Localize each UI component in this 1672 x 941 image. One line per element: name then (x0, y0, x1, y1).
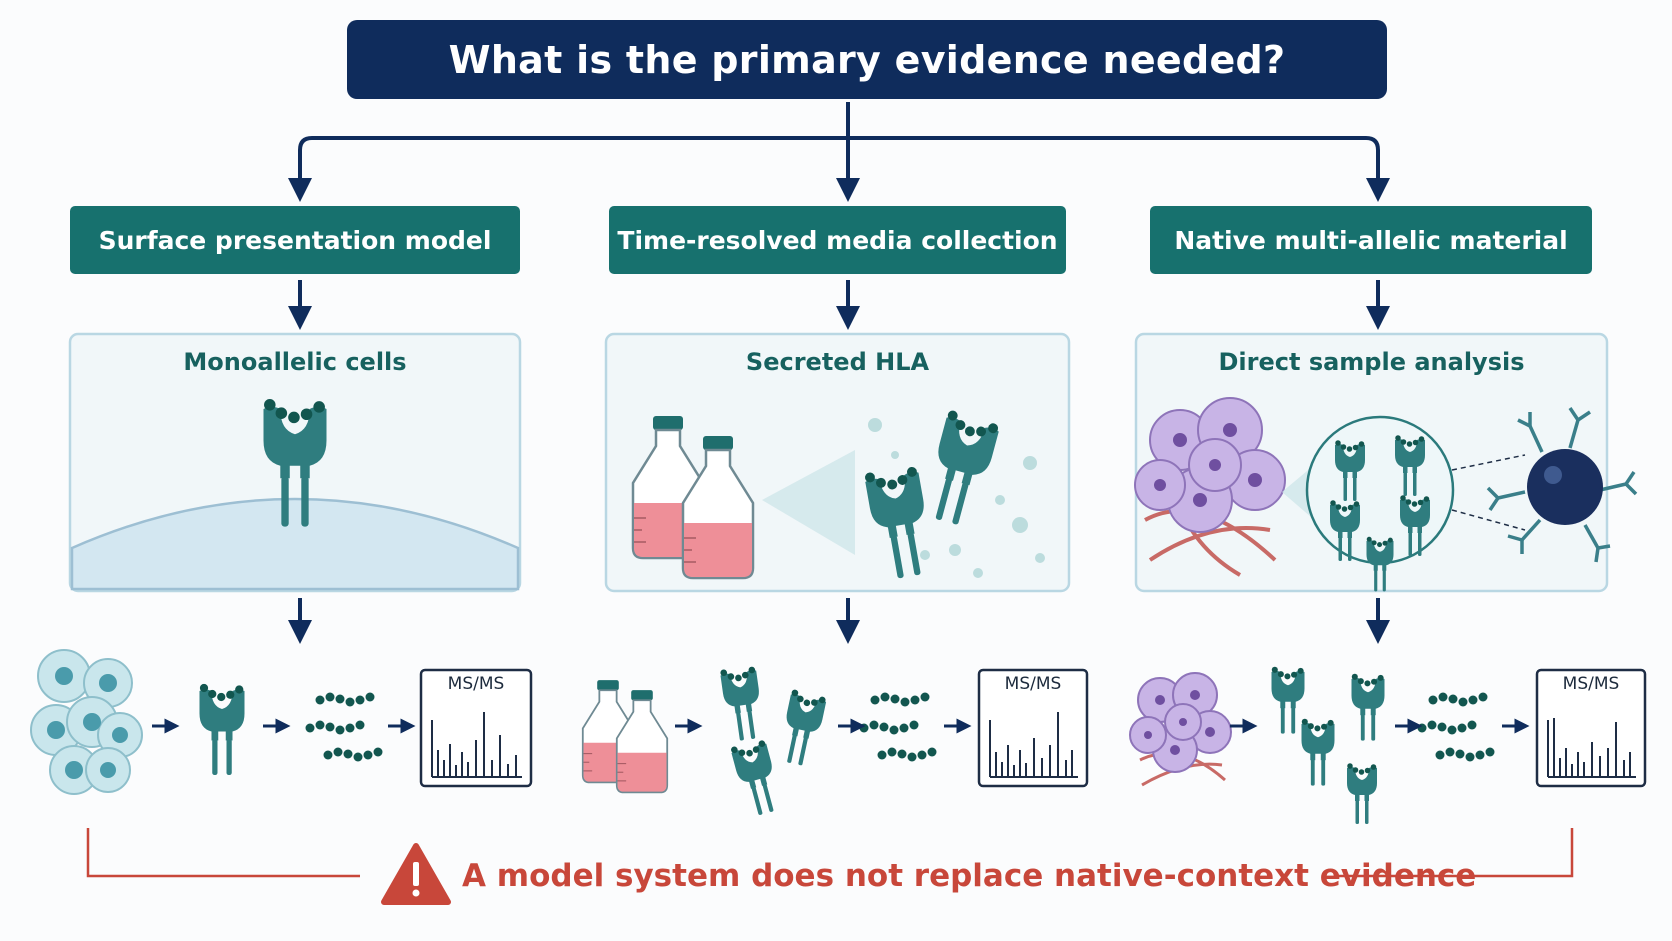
antibody-bead-icon (1486, 407, 1638, 563)
branch-surface-presentation: Surface presentation model (70, 206, 520, 274)
peptide-icon (323, 747, 383, 762)
peptide-icon (315, 692, 375, 707)
branch-label-3: Native multi-allelic material (1174, 225, 1568, 255)
ms-spectrum-icon (1535, 668, 1647, 788)
hla-molecule-icon (1301, 718, 1335, 786)
branch-label-1: Surface presentation model (98, 225, 492, 255)
soluble-hla-icon (776, 688, 828, 768)
peptide-icon (870, 692, 930, 707)
branch-native-material: Native multi-allelic material (1150, 206, 1592, 274)
peptide-icon (877, 747, 937, 762)
panel-title-secreted: Secreted HLA (745, 348, 930, 376)
ms-label-1: MS/MS (447, 674, 505, 694)
peptide-icon (305, 720, 365, 735)
culture-flask-icon (615, 689, 669, 794)
panel-title-direct: Direct sample analysis (1218, 348, 1525, 376)
panel-title-monoallelic: Monoallelic cells (183, 348, 407, 376)
warning-bracket (86, 828, 1574, 878)
hla-molecule-icon (1347, 763, 1377, 824)
branch-media-collection: Time-resolved media collection (609, 206, 1066, 274)
branch-label-2: Time-resolved media collection (617, 225, 1058, 255)
peptide-icon (1428, 692, 1488, 707)
warning-message: A model system does not replace native-c… (462, 858, 1477, 894)
peptide-icon (859, 720, 919, 735)
panel-monoallelic-cells (68, 332, 522, 593)
ms-label-2: MS/MS (1004, 674, 1062, 694)
tumor-tissue-icon (1134, 397, 1286, 533)
peptide-icon (1417, 720, 1477, 735)
panel-direct-sample-analysis (1134, 332, 1638, 593)
question-box: What is the primary evidence needed? (347, 20, 1387, 99)
ms-spectrum-icon (419, 668, 533, 788)
workflow-secreted (581, 664, 1089, 818)
soluble-hla-icon (719, 664, 766, 743)
soluble-hla-icon (730, 738, 784, 818)
magnified-hla-lens (1305, 415, 1455, 565)
ms-label-3: MS/MS (1562, 674, 1620, 694)
ms-spectrum-icon (977, 668, 1089, 788)
hla-molecule-icon (199, 683, 245, 775)
workflow-native (1129, 666, 1647, 824)
right-branch-arrow (848, 136, 1390, 202)
warning-triangle-icon (381, 843, 451, 905)
hla-molecule-icon (1271, 666, 1305, 734)
question-title: What is the primary evidence needed? (448, 37, 1286, 82)
peptide-icon (1435, 747, 1495, 762)
left-branch-arrow (288, 136, 848, 202)
hla-molecule-icon (1351, 673, 1385, 741)
workflow-monoallelic (30, 649, 533, 795)
panel-secreted-hla (604, 332, 1071, 593)
